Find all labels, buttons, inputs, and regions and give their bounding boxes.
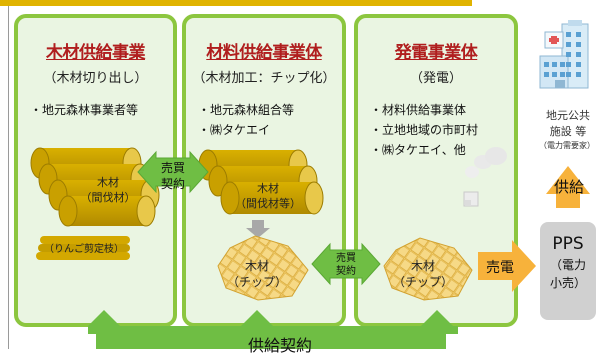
panel-subtitle: （木材切り出し） [43, 71, 148, 86]
left-divider-line [8, 6, 9, 349]
bullet-item: 地元森林組合等 [198, 100, 294, 120]
bullet-item: ㈱タケエイ [198, 120, 294, 140]
sell-arrow [478, 240, 536, 292]
chip-label: 木材 （チップ） [392, 259, 453, 289]
log-stack-icon [198, 149, 324, 215]
bullet-list: 地元森林事業者等 [30, 100, 138, 120]
log-label: 木材 （間伐材） [80, 176, 136, 204]
public-building-icon [539, 20, 589, 89]
panel-subtitle: （発電） [409, 71, 462, 86]
supply-up-arrow [546, 166, 590, 208]
bullet-list: 地元森林組合等 ㈱タケエイ [198, 100, 294, 140]
chip-pile-icon [217, 235, 309, 301]
log-label: 木材 （間伐材等） [235, 182, 301, 210]
bullet-list: 材料供給事業体 立地地域の市町村 ㈱タケエイ、他 [370, 100, 478, 160]
panel-title: 発電事業体 [394, 43, 478, 63]
double-arrow-contract-1 [137, 150, 209, 194]
panel-title: 材料供給事業体 [206, 43, 322, 63]
smokestack-icon [463, 147, 507, 207]
contract-label-1: 売買 契約 [160, 161, 185, 191]
pps-desc: （電力 小売） [549, 258, 586, 290]
chip-label: 木材 （チップ） [226, 259, 287, 289]
pps-box: PPS （電力 小売） [540, 222, 596, 320]
sell-label: 売電 [486, 260, 514, 276]
bullet-item: 地元森林事業者等 [30, 100, 138, 120]
top-accent-bar [0, 0, 472, 6]
supply-contract-label: 供給契約 [247, 336, 312, 355]
branch-icon [36, 236, 130, 260]
panel-subtitle: （木材加工：チップ化） [192, 71, 336, 86]
branch-label: （りんご剪定枝） [44, 244, 124, 255]
bullet-item: 立地地域の市町村 [370, 120, 478, 140]
pps-title: PPS [552, 234, 584, 254]
supply-contract-bar [88, 310, 458, 349]
public-facility-note: （電力需要家） [539, 141, 595, 150]
panel-title: 木材供給事業 [46, 43, 146, 63]
public-facility-label: 地元公共 施設 等 [546, 109, 590, 138]
log-stack-icon [30, 147, 160, 227]
contract-label-2: 売買 契約 [336, 253, 356, 277]
bullet-item: 材料供給事業体 [370, 100, 478, 120]
supply-label: 供給 [553, 178, 584, 196]
bullet-item: ㈱タケエイ、他 [370, 140, 478, 160]
down-arrow-icon [246, 220, 270, 238]
double-arrow-contract-2 [311, 242, 381, 286]
chip-pile-icon [383, 237, 473, 301]
